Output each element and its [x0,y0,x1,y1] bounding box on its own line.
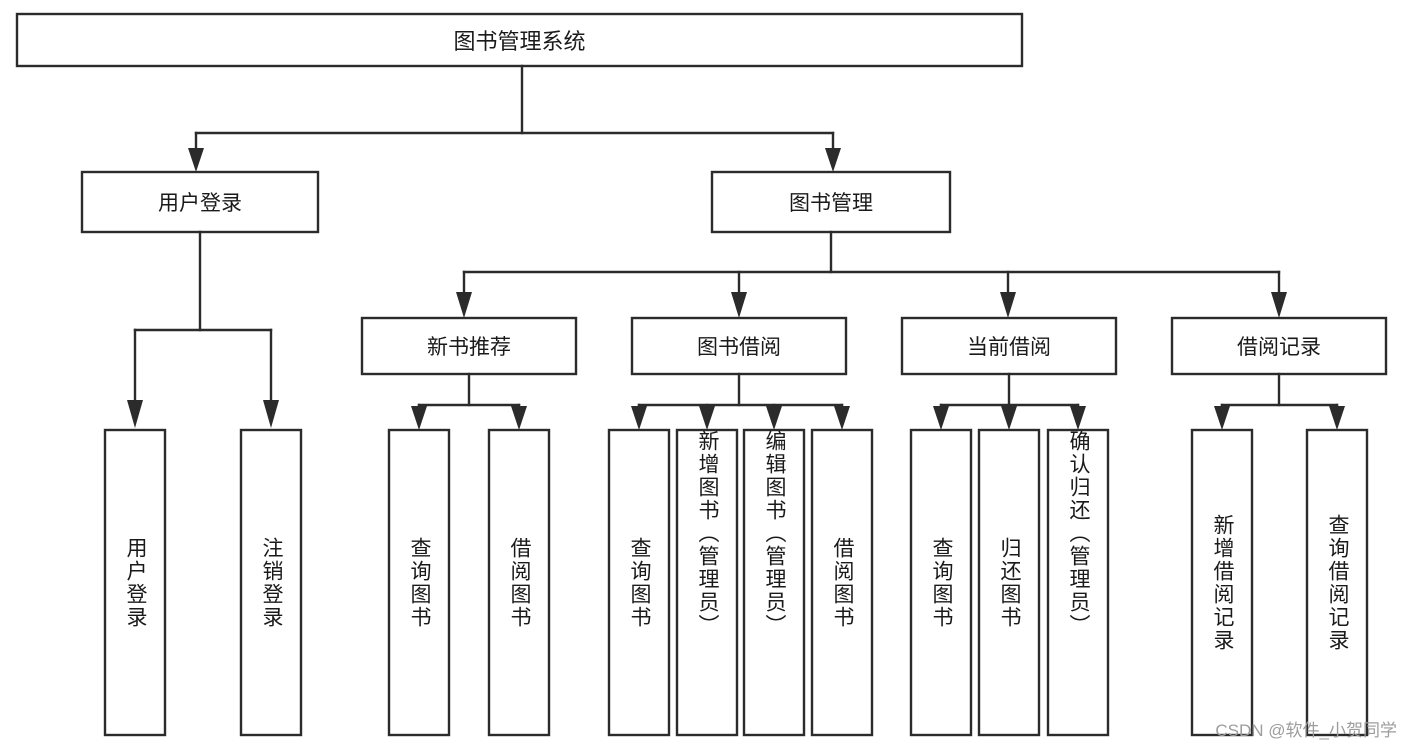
node-book-borrow[interactable] [630,316,848,376]
node-leaf-query-book-2[interactable] [607,428,671,737]
arrowhead-leaf-add-record [1214,406,1230,430]
node-new-book-recommend[interactable] [360,316,578,376]
node-leaf-confirm-return[interactable] [1046,428,1110,737]
arrowhead-leaf-query-book-2 [631,406,647,430]
arrowhead-leaf-return-book [1001,406,1017,430]
arrowhead-leaf-query-record [1329,406,1345,430]
node-leaf-return-book[interactable] [977,428,1041,737]
node-current-borrow[interactable] [900,316,1118,376]
node-leaf-user-logout[interactable] [239,428,303,737]
arrowhead-new-book-recommend [456,292,472,318]
node-leaf-borrow-book-2[interactable] [810,428,874,737]
arrowhead-leaf-add-book [699,406,715,430]
arrowhead-current-borrow [1000,292,1016,318]
node-leaf-query-record[interactable] [1305,428,1369,737]
node-leaf-query-book-1[interactable] [387,428,451,737]
node-user-login[interactable] [80,170,320,234]
node-leaf-borrow-book-1[interactable] [487,428,551,737]
arrowhead-leaf-edit-book [766,406,782,430]
arrowhead-leaf-query-book-1 [411,406,427,430]
node-leaf-user-login[interactable] [103,428,167,737]
arrowhead-book-borrow [731,292,747,318]
arrowhead-book-manage [825,148,841,172]
node-root[interactable] [15,12,1024,68]
node-leaf-add-book[interactable] [675,428,739,737]
node-leaf-add-record[interactable] [1190,428,1254,737]
arrowhead-leaf-query-book-3 [933,406,949,430]
node-book-manage[interactable] [710,170,952,234]
arrowhead-leaf-borrow-book-2 [834,406,850,430]
arrowhead-user-login [188,148,204,172]
arrowhead-leaf-borrow-book-1 [511,406,527,430]
arrowhead-borrow-record [1271,292,1287,318]
arrowhead-leaf-confirm-return [1070,406,1086,430]
arrowhead-leaf-user-login [127,400,143,428]
node-leaf-edit-book[interactable] [742,428,806,737]
node-borrow-record[interactable] [1170,316,1388,376]
node-leaf-query-book-3[interactable] [909,428,973,737]
arrowhead-leaf-user-logout [263,400,279,428]
